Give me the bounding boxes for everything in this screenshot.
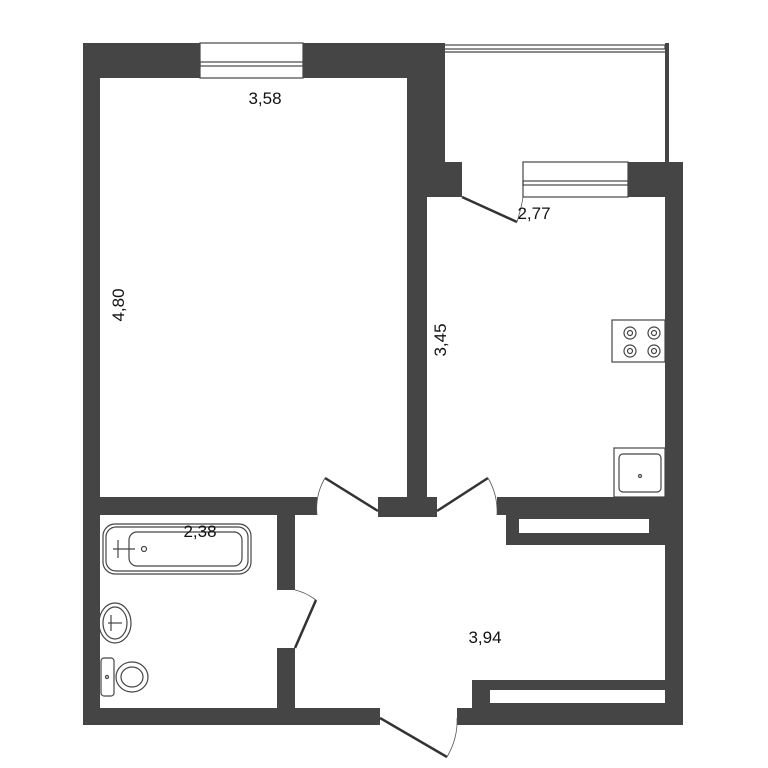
toilet-icon <box>100 657 149 697</box>
doors <box>293 195 524 759</box>
window-living-room <box>199 42 304 79</box>
stove-icon <box>611 319 666 363</box>
window-balcony <box>442 44 666 53</box>
living-room-width-label: 3,58 <box>248 89 281 108</box>
washbasin-icon <box>98 602 132 644</box>
kitchen-sink-icon <box>613 447 666 498</box>
bathroom-label: 2,38 <box>183 522 216 541</box>
kitchen-label: 3,45 <box>431 323 450 356</box>
balcony-label: 2,77 <box>517 204 550 223</box>
living-room-length-label: 4,80 <box>109 288 128 321</box>
bathtub-icon <box>102 523 252 575</box>
window-kitchen <box>522 161 629 198</box>
hallway-label: 3,94 <box>468 628 501 647</box>
dimension-labels: 3,58 4,80 2,77 3,45 2,38 3,94 <box>109 89 551 647</box>
walls <box>83 43 683 725</box>
